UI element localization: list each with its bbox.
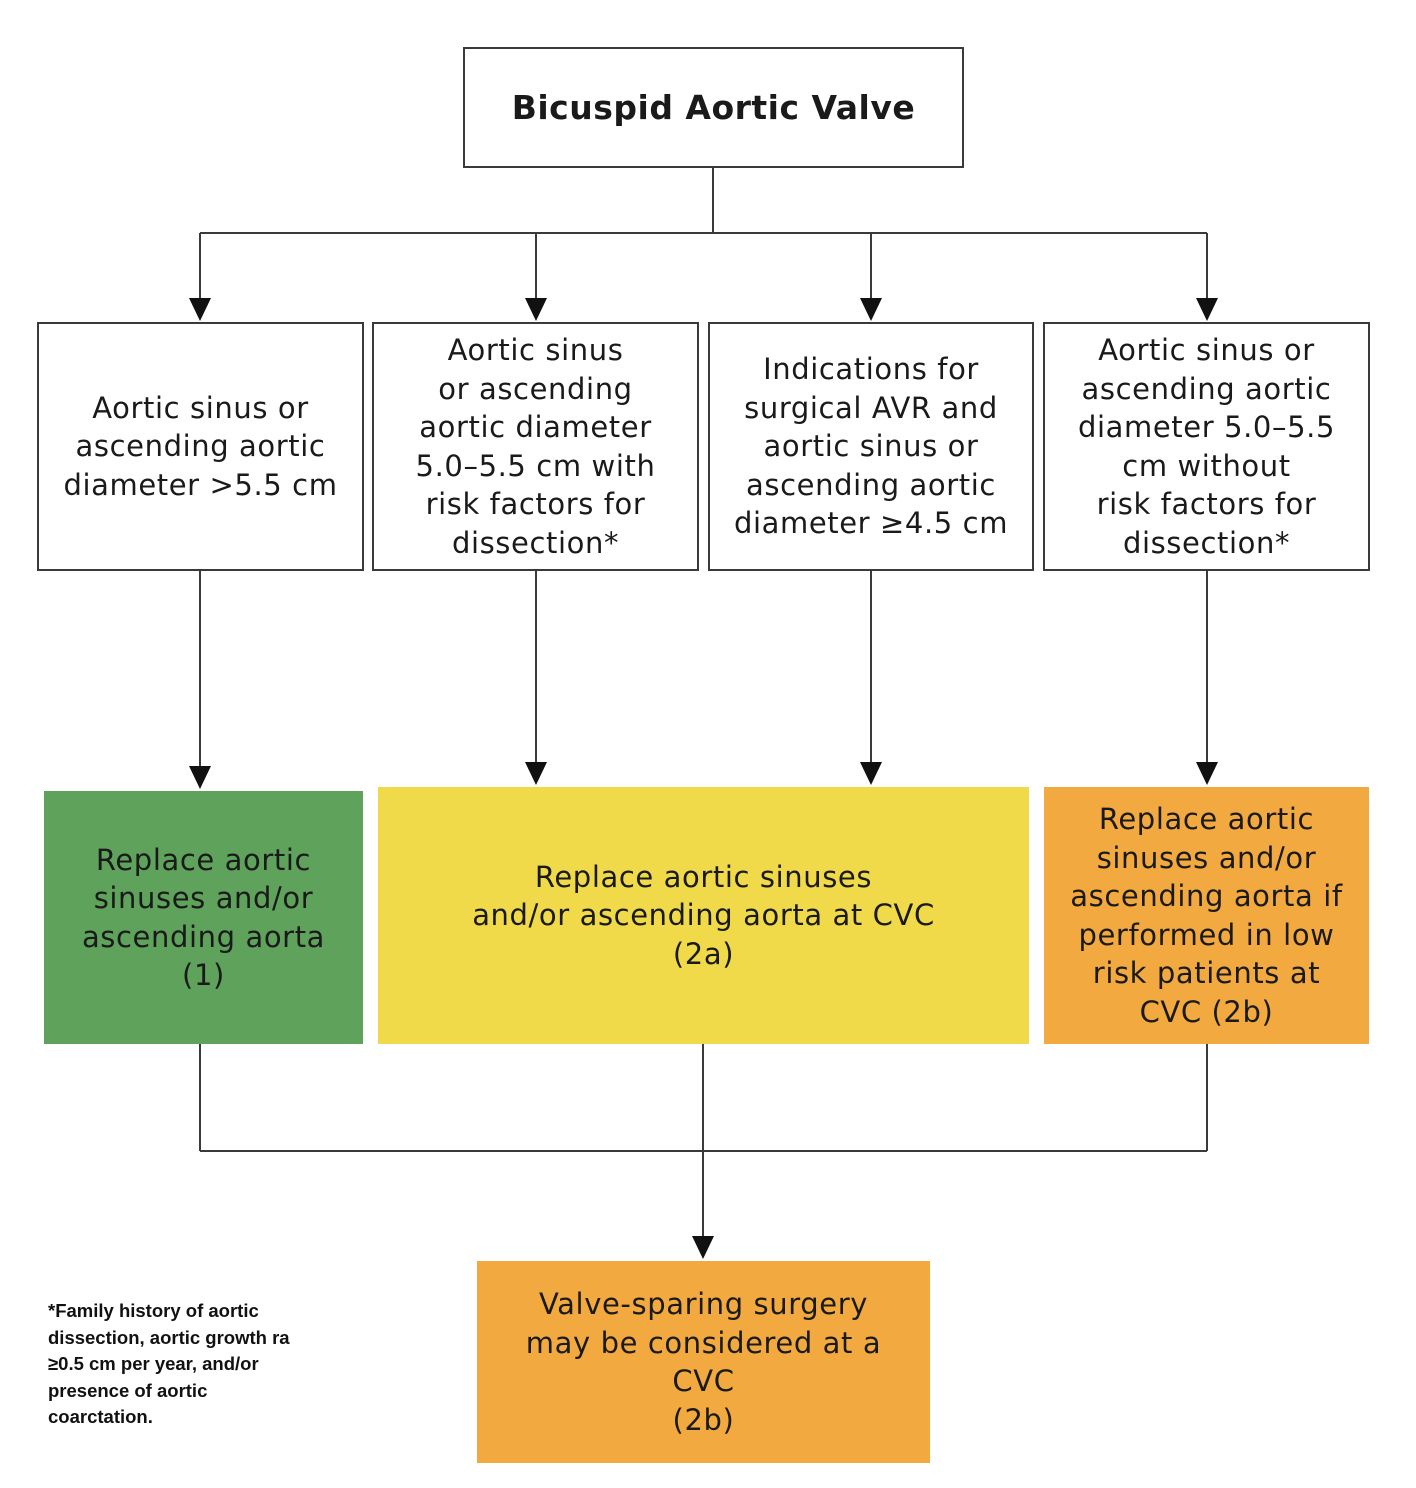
final-text: Valve-sparing surgery may be considered … [525, 1287, 882, 1437]
condition-box-4: Aortic sinus or ascending aortic diamete… [1043, 322, 1370, 571]
condition-text: Indications for surgical AVR and aortic … [733, 352, 1009, 541]
arrowhead-icon [1196, 762, 1218, 785]
arrowhead-icon [692, 1236, 714, 1259]
arrowhead-icon [860, 762, 882, 785]
arrowhead-icon [525, 298, 547, 321]
arrowhead-icon [1196, 298, 1218, 321]
outcome-box-class-2b: Replace aortic sinuses and/or ascending … [1044, 787, 1369, 1044]
condition-text: Aortic sinus or ascending aortic diamete… [63, 390, 338, 502]
arrowhead-icon [860, 298, 882, 321]
arrowhead-icon [525, 762, 547, 785]
arrowhead-icon [189, 298, 211, 321]
outcome-text: Replace aortic sinuses and/or ascending … [81, 842, 326, 993]
outcome-text: Replace aortic sinuses and/or ascending … [472, 859, 935, 971]
arrowhead-icon [189, 766, 211, 789]
outcome-box-class-2a: Replace aortic sinuses and/or ascending … [378, 787, 1029, 1044]
footnote: *Family history of aortic dissection, ao… [48, 1300, 290, 1427]
title-box: Bicuspid Aortic Valve [463, 47, 964, 168]
condition-box-3: Indications for surgical AVR and aortic … [708, 322, 1034, 571]
condition-text: Aortic sinus or ascending aortic diamete… [1077, 333, 1336, 560]
outcome-box-class-1: Replace aortic sinuses and/or ascending … [44, 791, 363, 1044]
title-text: Bicuspid Aortic Valve [511, 88, 916, 127]
condition-box-1: Aortic sinus or ascending aortic diamete… [37, 322, 364, 571]
condition-box-2: Aortic sinus or ascending aortic diamete… [372, 322, 699, 571]
final-box: Valve-sparing surgery may be considered … [477, 1261, 930, 1463]
outcome-text: Replace aortic sinuses and/or ascending … [1070, 802, 1343, 1029]
condition-text: Aortic sinus or ascending aortic diamete… [415, 333, 656, 560]
